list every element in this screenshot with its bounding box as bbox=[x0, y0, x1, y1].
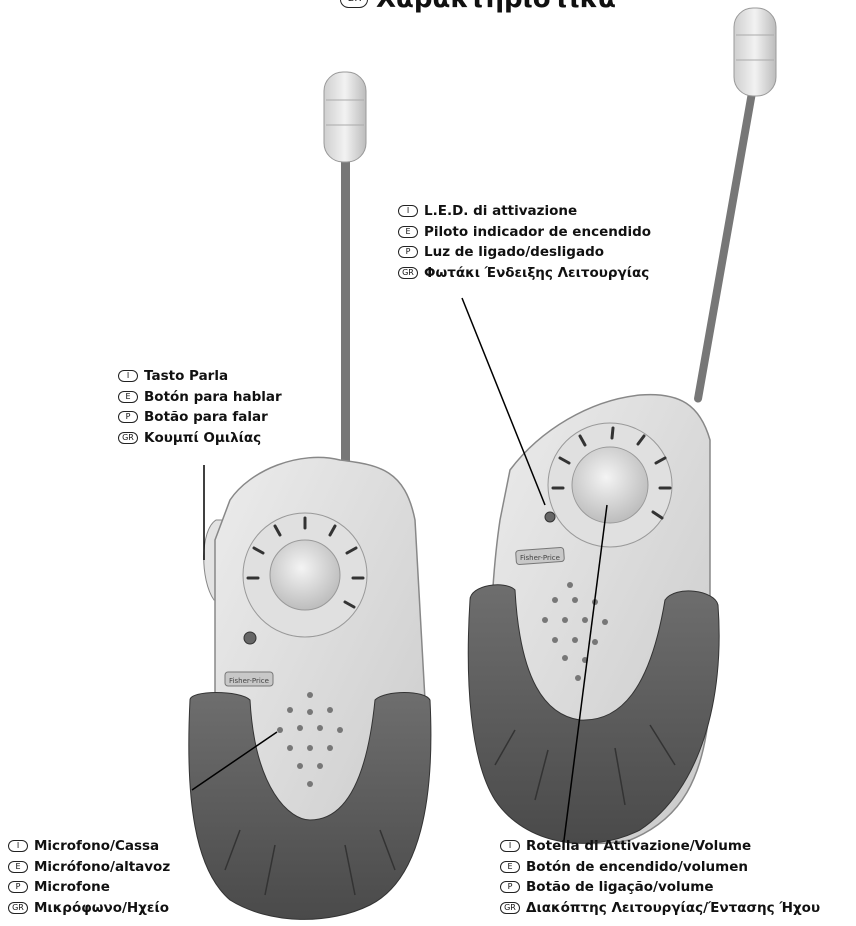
callout-text: Botón de encendido/volumen bbox=[526, 857, 748, 878]
lang-badge-icon: P bbox=[8, 881, 28, 893]
callout-microphone: I Microfono/Cassa E Micrófono/altavoz P Mic… bbox=[8, 836, 170, 918]
lang-badge-icon: GR bbox=[8, 902, 28, 914]
right-brand-text: Fisher-Price bbox=[520, 554, 560, 562]
lang-badge-icon: I bbox=[8, 840, 28, 852]
callout-text: L.E.D. di attivazione bbox=[424, 201, 577, 222]
left-walkie-talkie: Fisher-Price bbox=[189, 72, 431, 919]
callout-text: Rotella di Attivazione/Volume bbox=[526, 836, 751, 857]
callout-text: Botón para hablar bbox=[144, 387, 282, 408]
left-brand-text: Fisher-Price bbox=[229, 677, 269, 685]
lang-badge-icon: E bbox=[8, 861, 28, 873]
callout-talk-button: I Tasto Parla E Botón para hablar P Botão p… bbox=[118, 366, 282, 448]
callout-volume: I Rotella di Attivazione/Volume E Botón de… bbox=[500, 836, 820, 918]
lang-badge-icon: GR bbox=[340, 0, 368, 8]
callout-text: Κουμπί Ομιλίας bbox=[144, 428, 261, 449]
right-knob bbox=[572, 447, 648, 523]
callout-text: Φωτάκι Ένδειξης Λειτουργίας bbox=[424, 263, 649, 284]
left-knob bbox=[270, 540, 340, 610]
left-led bbox=[244, 632, 256, 644]
callout-text: Botão para falar bbox=[144, 407, 268, 428]
callout-text: Botão de ligação/volume bbox=[526, 877, 714, 898]
callout-text: Μικρόφωνο/Ηχείο bbox=[34, 898, 169, 919]
callout-text: Piloto indicador de encendido bbox=[424, 222, 651, 243]
right-walkie-talkie: Fisher-Price bbox=[468, 8, 776, 843]
lang-badge-icon: I bbox=[118, 370, 138, 382]
lang-badge-icon: GR bbox=[500, 902, 520, 914]
callout-text: Microfone bbox=[34, 877, 110, 898]
lang-badge-icon: I bbox=[398, 205, 418, 217]
leader-line-led bbox=[462, 298, 545, 505]
page-title-text: Χαρακτηριστικά bbox=[376, 0, 616, 14]
callout-text: Διακόπτης Λειτουργίας/Έντασης Ήχου bbox=[526, 898, 820, 919]
callout-text: Micrófono/altavoz bbox=[34, 857, 170, 878]
page-title: GR Χαρακτηριστικά bbox=[340, 0, 616, 14]
lang-badge-icon: I bbox=[500, 840, 520, 852]
lang-badge-icon: GR bbox=[398, 267, 418, 279]
right-antenna bbox=[693, 87, 756, 404]
lang-badge-icon: GR bbox=[118, 432, 138, 444]
callout-text: Microfono/Cassa bbox=[34, 836, 159, 857]
left-antenna bbox=[341, 150, 350, 490]
right-antenna-cap bbox=[734, 8, 776, 96]
lang-badge-icon: P bbox=[500, 881, 520, 893]
lang-badge-icon: P bbox=[118, 411, 138, 423]
lang-badge-icon: P bbox=[398, 246, 418, 258]
lang-badge-icon: E bbox=[500, 861, 520, 873]
left-antenna-cap bbox=[324, 72, 366, 162]
lang-badge-icon: E bbox=[398, 226, 418, 238]
right-led bbox=[545, 512, 555, 522]
callout-led: I L.E.D. di attivazione E Piloto indicador… bbox=[398, 201, 651, 283]
lang-badge-icon: E bbox=[118, 391, 138, 403]
callout-text: Tasto Parla bbox=[144, 366, 228, 387]
callout-text: Luz de ligado/desligado bbox=[424, 242, 604, 263]
